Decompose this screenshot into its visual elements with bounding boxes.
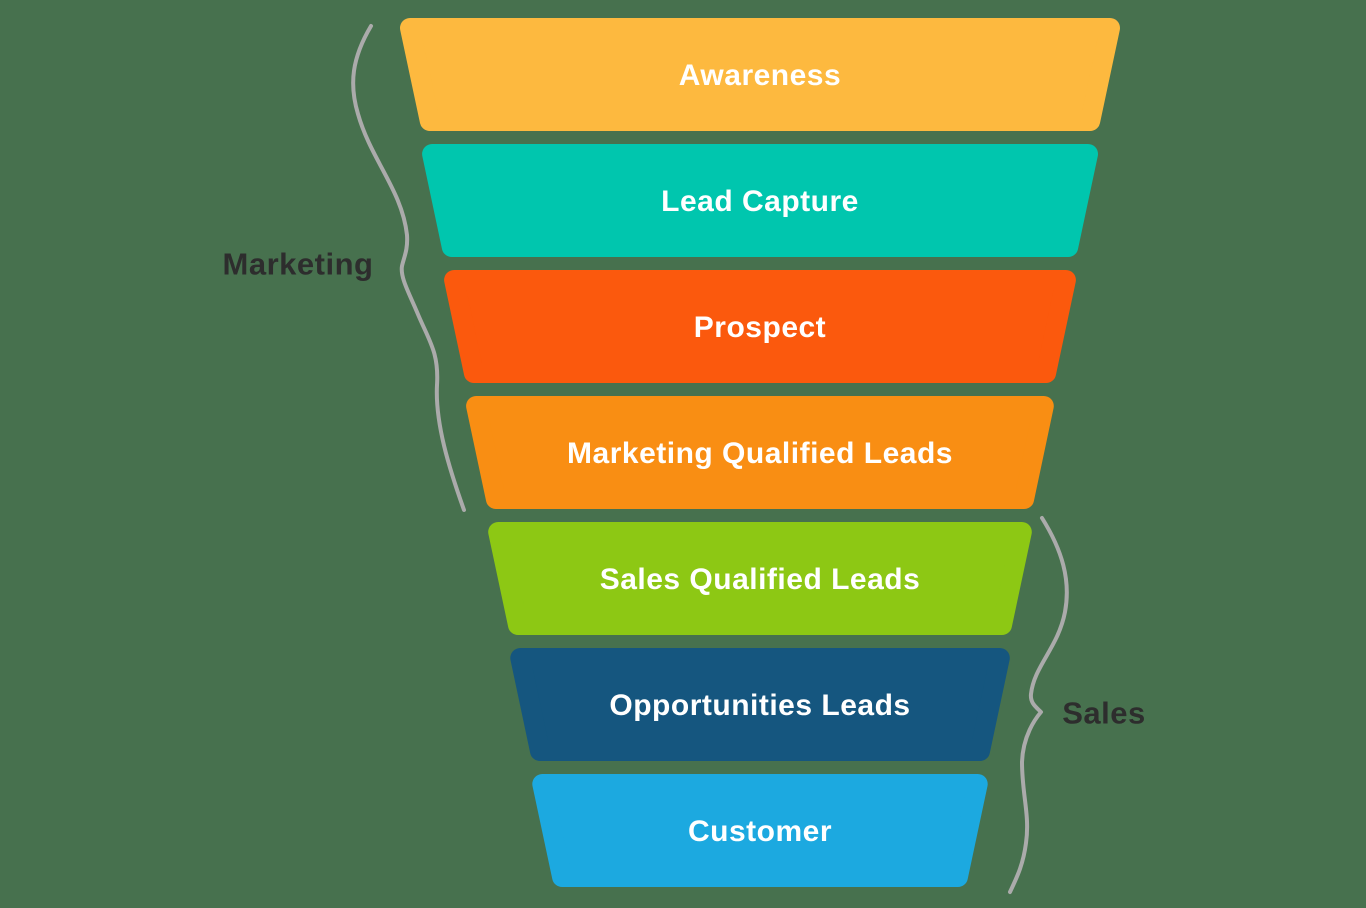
funnel-stage-label-awareness: Awareness [679,59,841,92]
funnel-stage-label-lead-capture: Lead Capture [661,185,859,218]
funnel-stage-marketing-qualified-leads [466,396,1054,509]
funnel-stage-label-prospect: Prospect [694,311,826,344]
funnel-stage-label-opportunities-leads: Opportunities Leads [609,689,910,722]
funnel-stage-label-sales-qualified-leads: Sales Qualified Leads [600,563,921,596]
funnel-stage-lead-capture [422,144,1098,257]
funnel-stage-prospect [444,270,1076,383]
funnel-stage-label-marketing-qualified-leads: Marketing Qualified Leads [567,437,953,470]
funnel-stage-awareness [400,18,1120,131]
marketing-group-label: Marketing [223,247,374,282]
funnel-stage-customer [532,774,988,887]
sales-group-label: Sales [1062,696,1146,731]
funnel-stage-opportunities-leads [510,648,1010,761]
marketing-brace [351,24,466,512]
sales-brace [1008,516,1069,894]
funnel-stage-label-customer: Customer [688,815,832,848]
funnel-stage-sales-qualified-leads [488,522,1032,635]
